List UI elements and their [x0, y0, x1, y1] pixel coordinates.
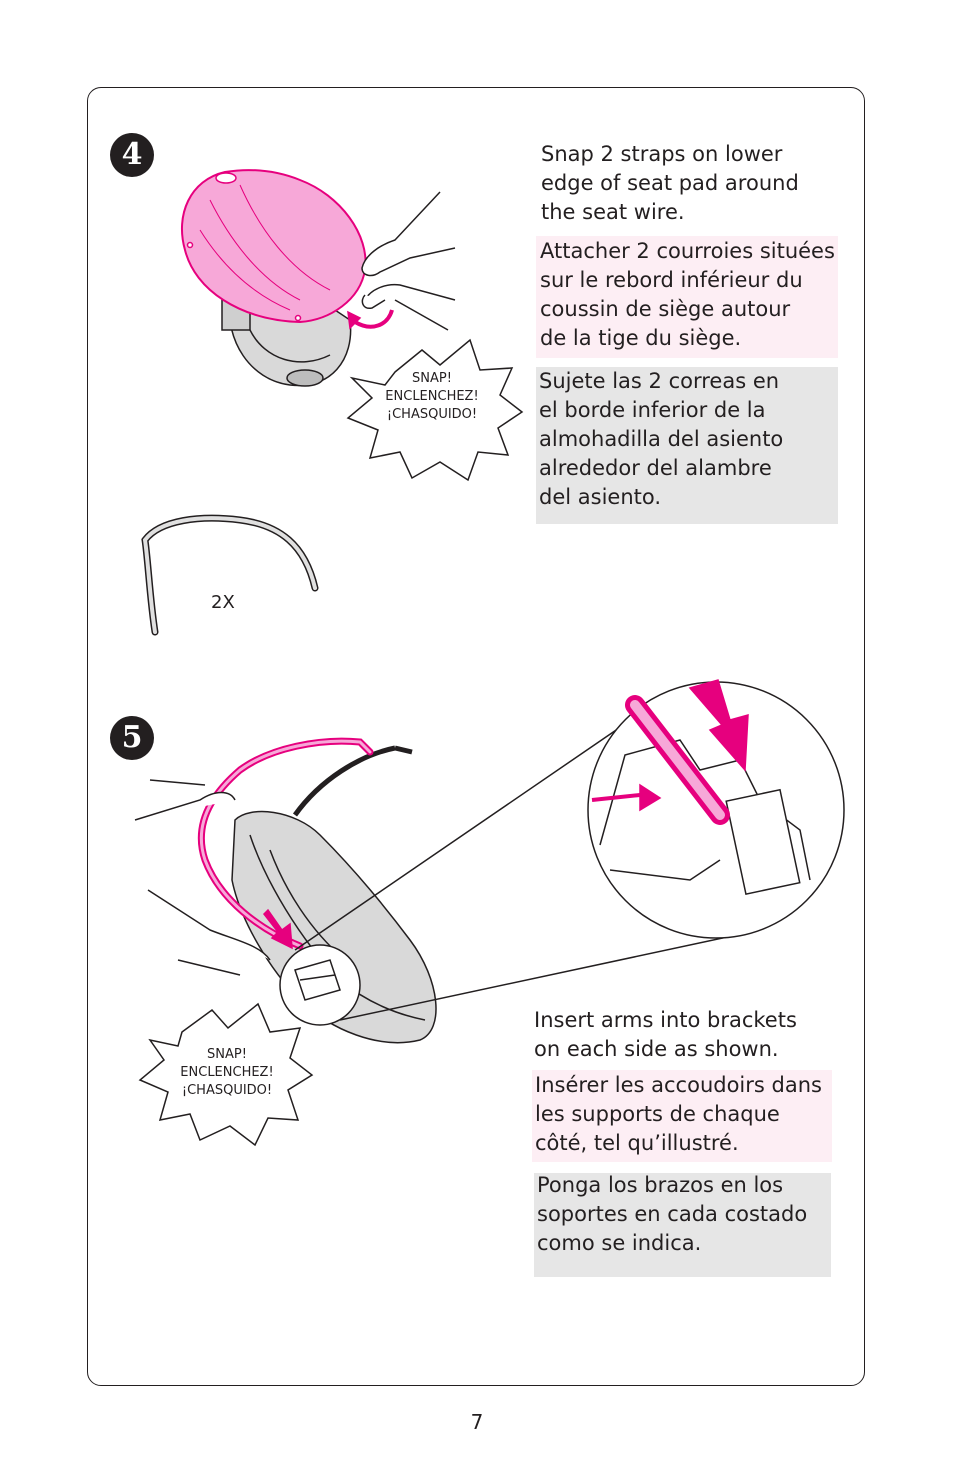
step4-es-box — [536, 367, 838, 524]
step5-text-en: Insert arms into brackets on each side a… — [534, 1008, 797, 1061]
page-number: 7 — [470, 1410, 484, 1434]
snap-burst-4 — [346, 338, 524, 482]
step4-text-es: Sujete las 2 correas en el borde inferio… — [539, 369, 784, 509]
page-frame — [87, 87, 865, 1386]
step4-text-fr: Attacher 2 courroies situées sur le rebo… — [540, 239, 835, 350]
seat-pad — [180, 169, 367, 324]
step4-badge: 4 — [110, 133, 154, 177]
step5-fr-box — [532, 1070, 832, 1162]
step5-illustration — [134, 679, 845, 1044]
step5-text-fr: Insérer les accoudoirs dans les supports… — [535, 1073, 822, 1155]
rotate-arrow — [353, 309, 394, 329]
seat-body — [228, 299, 352, 387]
zoom-arrow — [688, 679, 749, 772]
seat-wire-quantity: 2X — [211, 592, 235, 613]
step5-snap-label: SNAP! ENCLENCHEZ! ¡CHASQUIDO! — [180, 1047, 274, 1098]
insert-arrow — [263, 908, 293, 950]
snap-burst-5 — [138, 1002, 314, 1147]
step4-fr-box — [536, 236, 838, 358]
step4-snap-label: SNAP! ENCLENCHEZ! ¡CHASQUIDO! — [385, 371, 479, 422]
step4-text-en: Snap 2 straps on lower edge of seat pad … — [541, 142, 799, 224]
step5-text-es: Ponga los brazos en los soportes en cada… — [537, 1173, 808, 1255]
step5-badge: 5 — [110, 716, 154, 760]
step4-illustration — [180, 169, 456, 387]
seat-wire-part — [141, 514, 319, 636]
step5-es-box — [534, 1173, 831, 1277]
